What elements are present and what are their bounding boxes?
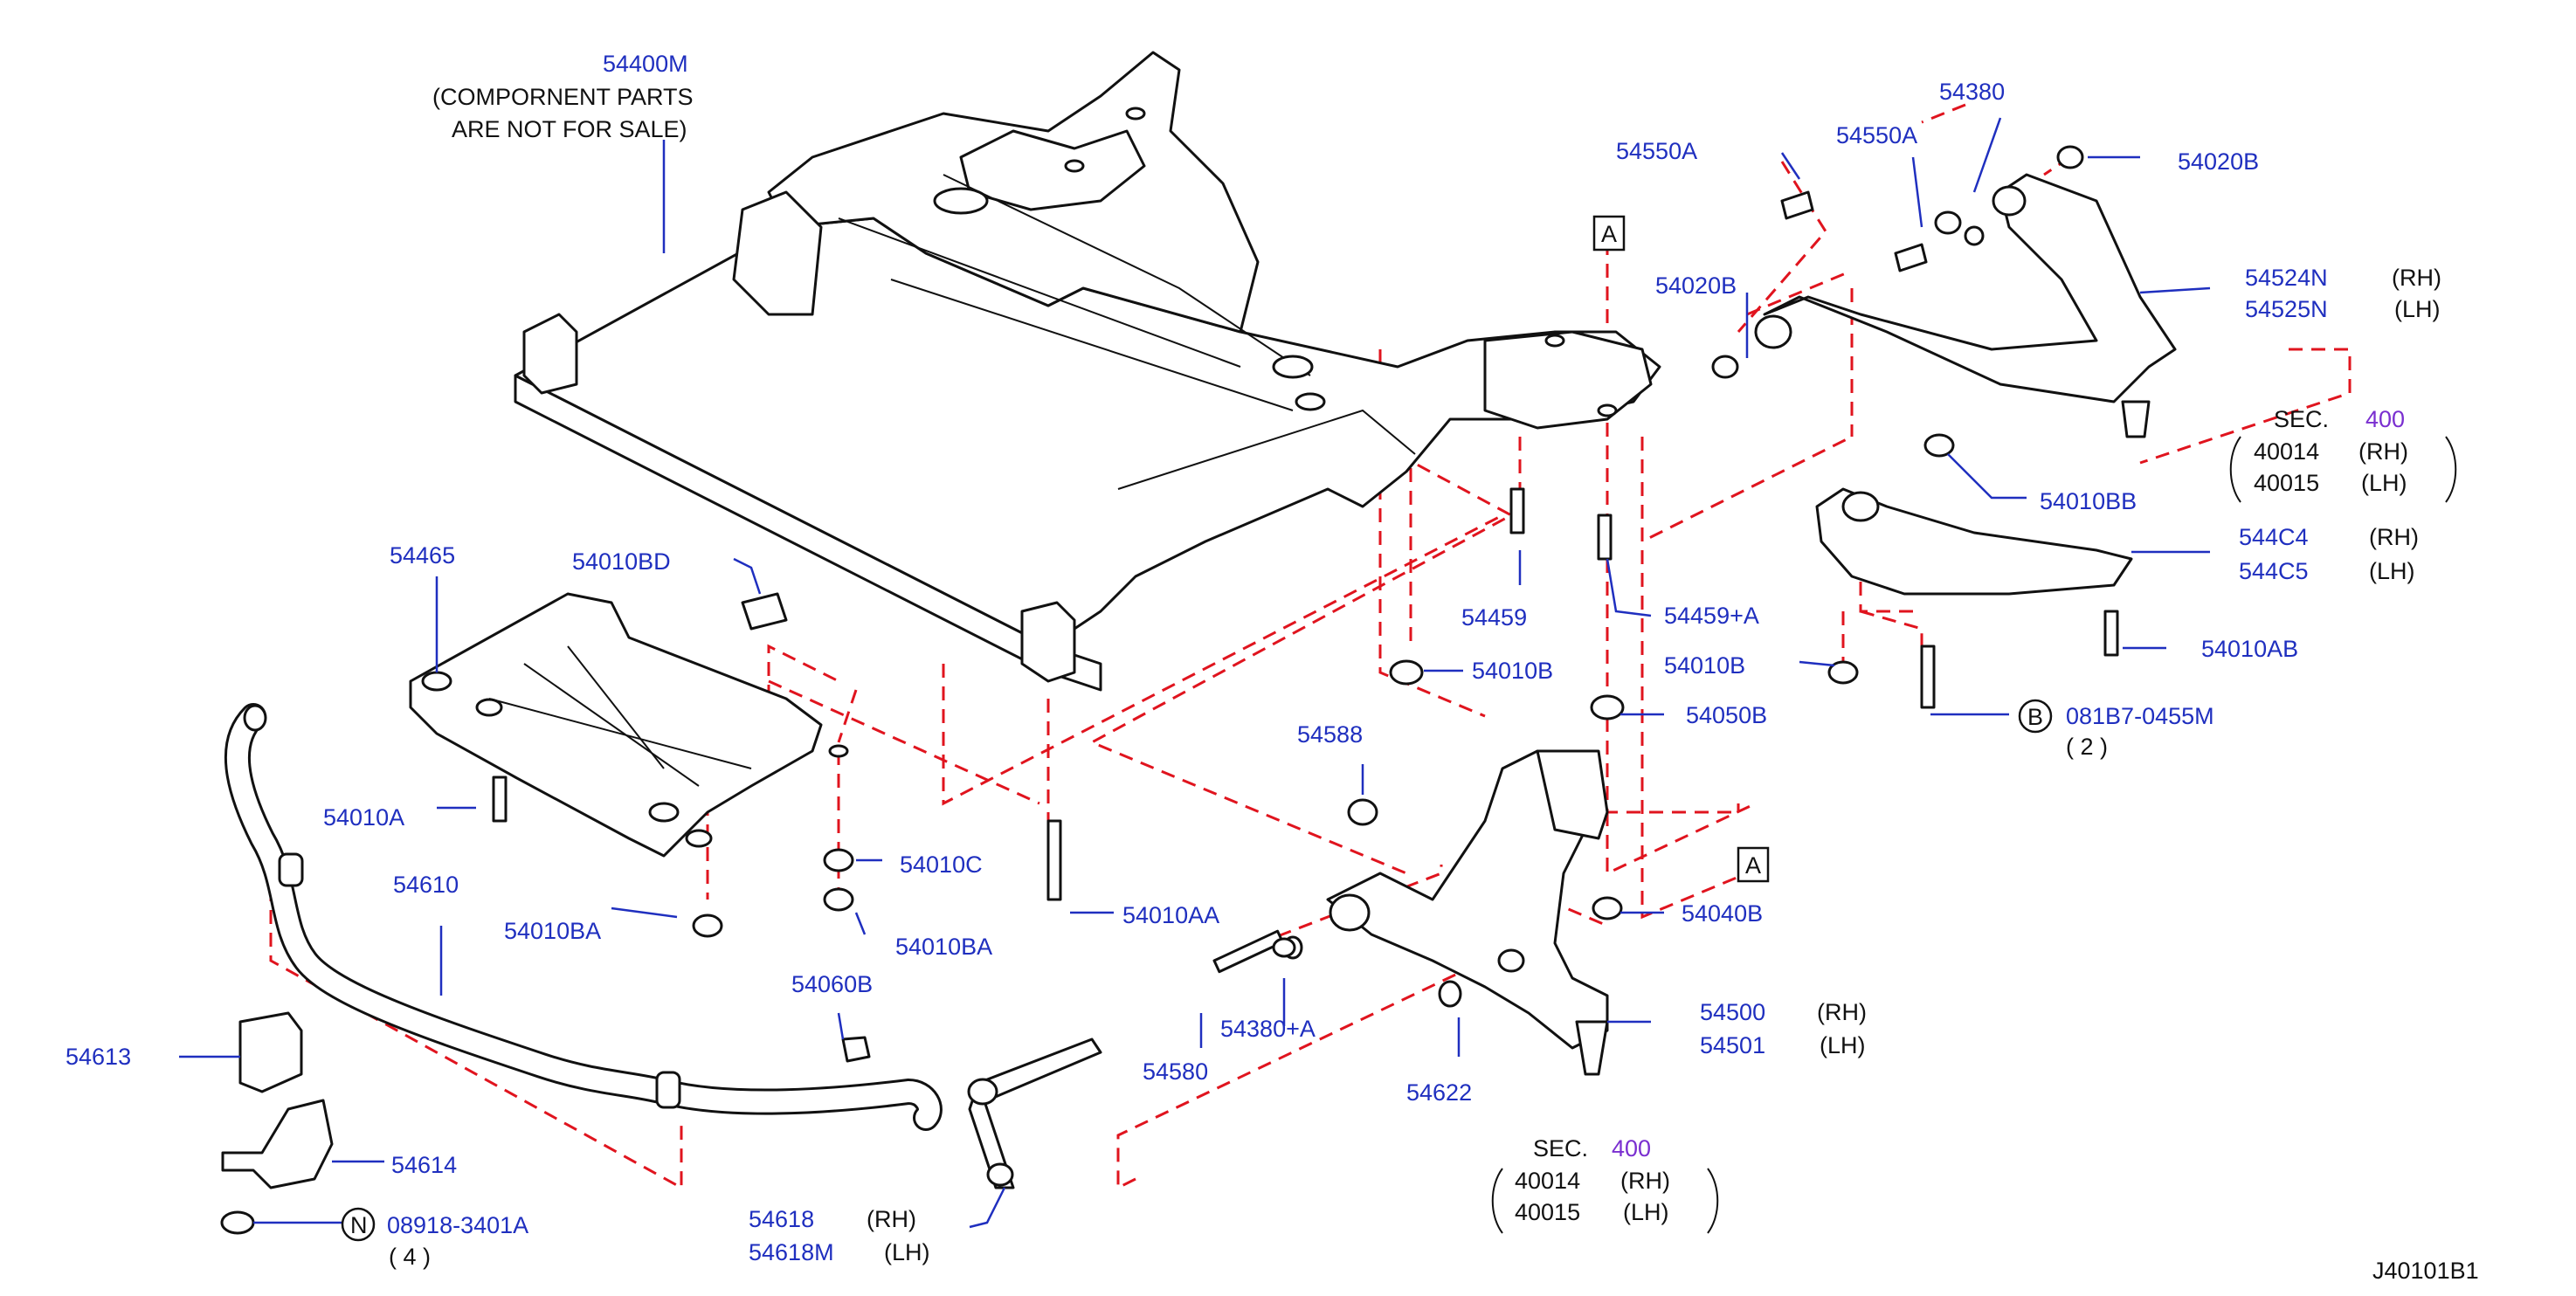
label-54525N: 54525N xyxy=(2245,296,2328,322)
label-box-a-lower: A xyxy=(1745,852,1761,879)
label-54040B: 54040B xyxy=(1682,900,1763,927)
label-54010A: 54010A xyxy=(323,804,404,831)
label-sec400-upper: 400 xyxy=(2365,406,2405,432)
paren-right-upper xyxy=(2445,436,2457,503)
label-54459: 54459 xyxy=(1461,604,1527,631)
circle-n-icon xyxy=(341,1207,376,1242)
label-54588: 54588 xyxy=(1297,721,1363,748)
label-54010AA: 54010AA xyxy=(1122,902,1219,928)
bushing-clamp xyxy=(220,1011,334,1235)
label-54465: 54465 xyxy=(390,542,455,569)
label-54524N: 54524N xyxy=(2245,265,2328,291)
label-54500-rh: (RH) xyxy=(1817,999,1867,1025)
label-54010BA-1: 54010BA xyxy=(504,918,601,944)
label-54380: 54380 xyxy=(1939,79,2005,105)
assembly-dash-lines xyxy=(269,103,2352,1190)
label-54010B-2: 54010B xyxy=(1664,652,1745,679)
label-54550A-1: 54550A xyxy=(1616,138,1697,164)
label-sec-upper: SEC. xyxy=(2274,406,2329,432)
label-54010BB: 54010BB xyxy=(2040,488,2137,514)
subframe xyxy=(514,51,1661,692)
ref-box-a-upper xyxy=(1592,215,1626,252)
label-circle-n: N xyxy=(350,1212,368,1238)
label-54060B: 54060B xyxy=(791,971,873,997)
label-54010BD: 54010BD xyxy=(572,548,671,575)
label-54459A: 54459+A xyxy=(1664,603,1759,629)
label-40014-lower: 40014 xyxy=(1515,1168,1580,1194)
label-qty-2: ( 2 ) xyxy=(2066,734,2108,760)
label-54618-lh: (LH) xyxy=(884,1239,930,1265)
label-40015-lower-lh: (LH) xyxy=(1623,1199,1669,1225)
label-54010B-1: 54010B xyxy=(1472,658,1553,684)
label-54500: 54500 xyxy=(1700,999,1765,1025)
upper-arm xyxy=(1754,173,2177,438)
label-qty-4: ( 4 ) xyxy=(389,1244,431,1270)
label-081B7: 081B7-0455M xyxy=(2066,703,2214,729)
diagram-id: J40101B1 xyxy=(2372,1258,2479,1284)
labels: 54400M (COMPORNENT PARTS ARE NOT FOR SAL… xyxy=(66,51,2479,1284)
ref-box-a-lower xyxy=(1737,846,1770,883)
label-54400M: 54400M xyxy=(603,51,688,77)
label-box-a-upper: A xyxy=(1601,221,1617,247)
label-544C5-lh: (LH) xyxy=(2369,558,2415,584)
label-54610: 54610 xyxy=(393,872,459,898)
front-member xyxy=(409,592,849,858)
leader-lines xyxy=(179,117,2211,1229)
label-sec400-lower: 400 xyxy=(1612,1135,1651,1162)
label-40015-lower: 40015 xyxy=(1515,1199,1580,1225)
label-54613: 54613 xyxy=(66,1044,131,1070)
label-54525N-lh: (LH) xyxy=(2394,296,2441,322)
label-54501-lh: (LH) xyxy=(1820,1032,1866,1058)
paren-left-lower xyxy=(1491,1168,1503,1234)
label-sec-lower: SEC. xyxy=(1533,1135,1588,1162)
stabilizer-link xyxy=(841,1036,1102,1189)
circle-b-icon xyxy=(2018,699,2053,734)
label-544C5: 544C5 xyxy=(2239,558,2309,584)
paren-right-lower xyxy=(1707,1168,1719,1234)
label-54010AB: 54010AB xyxy=(2201,636,2298,662)
paren-left-upper xyxy=(2229,436,2241,503)
label-54524N-rh: (RH) xyxy=(2392,265,2441,291)
label-54550A-2: 54550A xyxy=(1836,122,1917,148)
label-40015-upper-lh: (LH) xyxy=(2361,470,2407,496)
label-54618: 54618 xyxy=(749,1206,814,1232)
label-comp-1: (COMPORNENT PARTS xyxy=(432,84,694,110)
label-544C4-rh: (RH) xyxy=(2369,524,2419,550)
label-54380A: 54380+A xyxy=(1220,1016,1316,1042)
label-54622: 54622 xyxy=(1406,1079,1472,1106)
label-54580: 54580 xyxy=(1143,1058,1208,1085)
label-54618-rh: (RH) xyxy=(867,1206,916,1232)
label-comp-2: ARE NOT FOR SALE) xyxy=(452,116,687,142)
label-54020B-2: 54020B xyxy=(1655,272,1737,299)
label-54501: 54501 xyxy=(1700,1032,1765,1058)
label-54050B: 54050B xyxy=(1686,702,1767,728)
lower-arm xyxy=(1282,749,1609,1076)
fasteners xyxy=(492,145,2119,974)
label-54010C: 54010C xyxy=(900,851,983,878)
label-54020B-1: 54020B xyxy=(2178,148,2259,175)
label-54010BA-2: 54010BA xyxy=(895,934,992,960)
label-40014-lower-rh: (RH) xyxy=(1620,1168,1670,1194)
stabilizer-bar xyxy=(224,703,943,1131)
label-40015-upper: 40015 xyxy=(2254,470,2319,496)
label-circle-b: B xyxy=(2027,704,2043,730)
lower-link xyxy=(1815,487,2133,596)
label-54614: 54614 xyxy=(391,1152,457,1178)
label-08918: 08918-3401A xyxy=(387,1212,528,1238)
label-40014-upper-rh: (RH) xyxy=(2358,438,2408,465)
label-54618M: 54618M xyxy=(749,1239,834,1265)
label-544C4: 544C4 xyxy=(2239,524,2309,550)
label-40014-upper: 40014 xyxy=(2254,438,2319,465)
